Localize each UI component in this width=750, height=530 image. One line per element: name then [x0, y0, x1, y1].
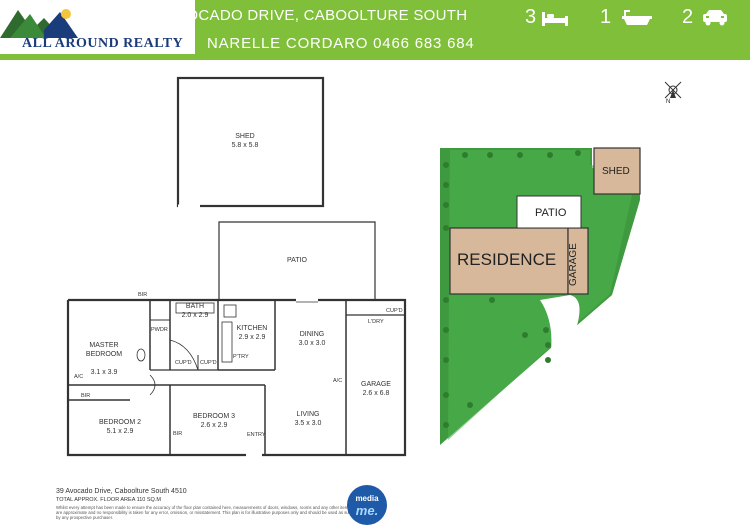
label-cupd-2: CUP'D [200, 360, 217, 366]
footer-disclaimer: Whilst every attempt has been made to en… [56, 505, 354, 521]
room-shed: SHED 5.8 x 5.8 [231, 133, 259, 149]
compass-north-label: N [666, 99, 671, 105]
room-bedroom-2: BEDROOM 2 5.1 x 2.9 [98, 419, 141, 435]
room-garage: GARAGE 2.6 x 6.8 [361, 381, 391, 397]
room-dining: DINING 3.0 x 3.0 [298, 331, 326, 347]
shed-outline [176, 76, 325, 208]
room-living: LIVING 3.5 x 3.0 [294, 411, 322, 427]
label-laundry: L'DRY [368, 319, 384, 325]
label-cupd-3: CUP'D [386, 308, 403, 314]
site-plan [440, 147, 641, 445]
agent-contact: NARELLE CORDARO 0466 683 684 [207, 35, 475, 52]
bathroom-count: 1 [600, 6, 660, 30]
label-bir-3: BIR [173, 431, 183, 437]
brand-name: ALL AROUND REALTY [22, 36, 184, 51]
label-pwdr: PWDR [151, 327, 168, 333]
label-bir-1: BIR [138, 292, 148, 298]
site-residence-label: RESIDENCE [457, 250, 557, 269]
compass-icon [664, 81, 682, 99]
header-bar: ALL AROUND REALTY 39 AVOCADO DRIVE, CABO… [0, 0, 750, 60]
footer-area: TOTAL APPROX. FLOOR AREA 110 SQ.M [56, 497, 161, 503]
floor-plan-drawing [66, 76, 682, 457]
label-pantry: P'TRY [233, 354, 249, 360]
room-kitchen: KITCHEN 2.9 x 2.9 [236, 325, 268, 341]
logo: ALL AROUND REALTY [0, 0, 195, 54]
site-shed-label: SHED [602, 166, 630, 177]
site-garage-label: GARAGE [568, 243, 579, 286]
footer-address: 39 Avocado Drive, Caboolture South 4510 [56, 488, 187, 495]
bed-icon [542, 12, 568, 26]
mediame-logo: media me. [347, 485, 387, 525]
room-master-bedroom: MASTER BEDROOM 3.1 x 3.9 [85, 342, 123, 376]
label-ac-1: A/C [74, 374, 84, 380]
room-patio: PATIO [287, 257, 307, 264]
bath-icon [622, 10, 652, 25]
mountain-logo-icon [0, 9, 78, 38]
label-ac-2: A/C [333, 378, 343, 384]
property-address: 39 AVOCADO DRIVE, CABOOLTURE SOUTH [146, 7, 468, 24]
room-bath: BATH 2.0 x 2.9 [181, 303, 209, 319]
bedroom-count: 3 [525, 6, 575, 30]
label-entry: ENTRY [247, 432, 266, 438]
car-icon [703, 10, 727, 26]
garage-count: 2 [682, 6, 742, 30]
label-cupd-1: CUP'D [175, 360, 192, 366]
site-patio-label: PATIO [535, 207, 567, 219]
room-bedroom-3: BEDROOM 3 2.6 x 2.9 [192, 413, 235, 429]
label-bir-2: BIR [81, 393, 91, 399]
